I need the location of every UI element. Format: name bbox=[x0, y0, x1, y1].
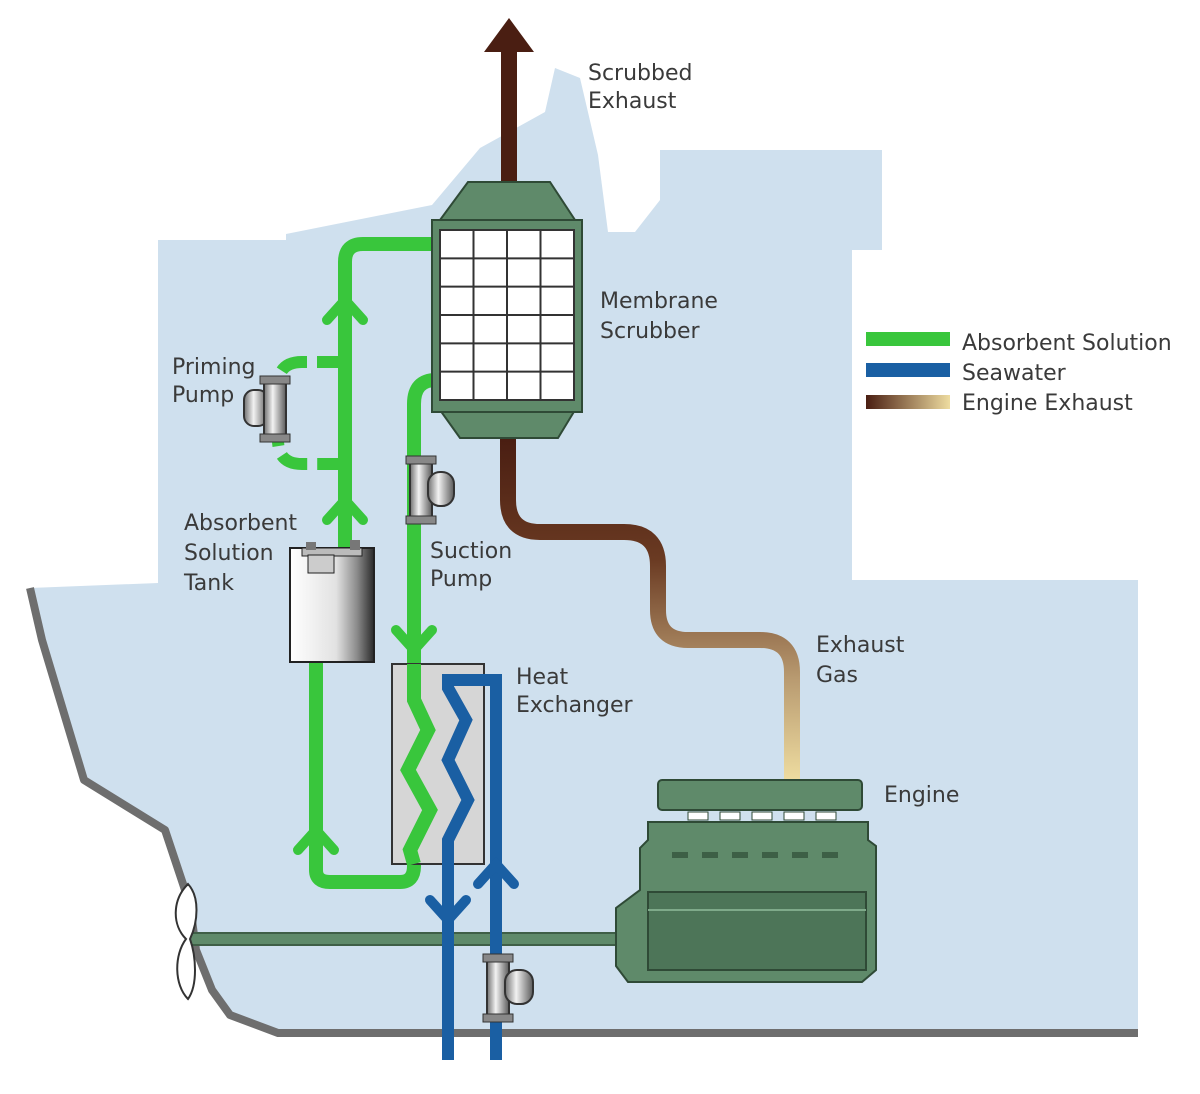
absorbent-solution-tank bbox=[289, 540, 375, 663]
label-absorbent-solution-tank: Absorbent Solution Tank bbox=[183, 511, 304, 596]
label-heat-exchanger: Heat Exchanger bbox=[516, 665, 633, 718]
suction-pump bbox=[405, 455, 455, 525]
legend: Absorbent Solution Seawater Engine Exhau… bbox=[866, 331, 1172, 416]
membrane-scrubber bbox=[431, 181, 583, 439]
legend-item-absorbent-solution: Absorbent Solution bbox=[866, 331, 1172, 356]
gradient-line-icon bbox=[866, 395, 950, 409]
label-suction-pump: Suction Pump bbox=[430, 539, 519, 592]
label-engine: Engine bbox=[884, 783, 959, 808]
priming-pump bbox=[243, 375, 291, 443]
label-priming-pump: Priming Pump bbox=[172, 355, 263, 408]
svg-text:Seawater: Seawater bbox=[962, 361, 1067, 386]
seawater-loop bbox=[425, 674, 519, 1060]
scrubbed-exhaust-pipe bbox=[484, 18, 534, 188]
svg-text:Absorbent Solution: Absorbent Solution bbox=[962, 331, 1172, 356]
label-exhaust-gas: Exhaust Gas bbox=[816, 633, 911, 688]
svg-text:Engine Exhaust: Engine Exhaust bbox=[962, 391, 1133, 416]
label-scrubbed-exhaust: Scrubbed Exhaust bbox=[588, 61, 699, 114]
engine bbox=[615, 779, 877, 983]
legend-item-engine-exhaust: Engine Exhaust bbox=[866, 391, 1133, 416]
green-line-icon bbox=[866, 332, 950, 346]
label-membrane-scrubber: Membrane Scrubber bbox=[600, 289, 725, 344]
seawater-pump bbox=[482, 953, 534, 1023]
engine-exhaust-pipe bbox=[500, 430, 800, 780]
legend-item-seawater: Seawater bbox=[866, 361, 1067, 386]
blue-line-icon bbox=[866, 363, 950, 377]
